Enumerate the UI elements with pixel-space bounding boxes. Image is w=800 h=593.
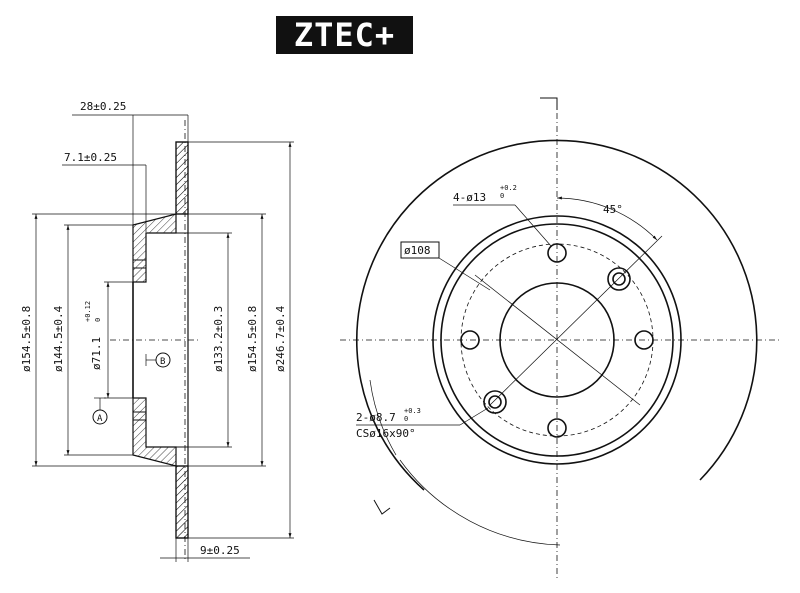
- ztec-logo: ZTEC+: [276, 16, 413, 54]
- outer-disc-arc-lower: [369, 379, 397, 456]
- angle-45-label: 45°: [603, 203, 623, 216]
- small-hole-lower-left: [488, 395, 502, 409]
- bolt-hole-right: [634, 330, 654, 350]
- countersink-label: CSø16x90°: [356, 427, 416, 440]
- diag-line-135: [474, 274, 641, 406]
- bolt-hole-top: [547, 243, 567, 263]
- small-holes-leader: [459, 407, 489, 426]
- small-holes-label: 2-ø8.7: [356, 411, 396, 424]
- hat-upper-section: [132, 213, 177, 283]
- dim-144-label: ø144.5±0.4: [52, 305, 65, 372]
- side-section-view: 28±0.25 7.1±0.25 9±0.25 ø154.5±0.8 ø144.…: [20, 100, 294, 562]
- pcd-label: ø108: [404, 244, 431, 257]
- front-view: 45° 4-ø13 +0.2 0 ø108 2-ø8.7 +0.3 0 CSø1…: [340, 97, 780, 580]
- small-hole-upper-right: [612, 272, 626, 286]
- dim-246-label: ø246.7±0.4: [274, 305, 287, 372]
- section-marker-top: [540, 97, 558, 110]
- bolt-holes-tol-upper: +0.2: [500, 184, 517, 192]
- outer-disc-arc: [356, 139, 758, 491]
- ring-upper-section: [175, 141, 189, 215]
- datum-b-label: B: [160, 357, 165, 367]
- bolt-callout-leader: [514, 204, 552, 247]
- dim-154-left-label: ø154.5±0.8: [20, 306, 33, 372]
- dim-71-tol-lower: 0: [94, 318, 102, 322]
- dim-71-label: ø71.1: [90, 337, 103, 370]
- pcd-box: [400, 241, 440, 259]
- hat-lower-section: [132, 397, 177, 467]
- diag-line-45: [489, 235, 663, 406]
- dim-9-label: 9±0.25: [200, 544, 240, 557]
- pcd-leader: [438, 257, 491, 291]
- ring-lower-section: [175, 465, 189, 539]
- small-hole-upper-right-cs: [607, 267, 631, 291]
- dim-28-label: 28±0.25: [80, 100, 126, 113]
- dim-133-label: ø133.2±0.3: [212, 306, 225, 372]
- dim-7-label: 7.1±0.25: [64, 151, 117, 164]
- section-marker-bottom: [373, 499, 391, 515]
- small-holes-tol-upper: +0.3: [404, 407, 421, 415]
- datum-b-circle: [155, 352, 171, 368]
- dim-71-tol-upper: +0.12: [84, 301, 92, 322]
- dim-154-right-label: ø154.5±0.8: [246, 306, 259, 372]
- bolt-hole-left: [460, 330, 480, 350]
- angle-45-arc: [556, 196, 658, 241]
- outer-disc-arc-bottom: [399, 459, 561, 546]
- bolt-holes-label: 4-ø13: [453, 191, 486, 204]
- bolt-holes-tol-lower: 0: [500, 192, 504, 200]
- bolt-hole-bottom: [547, 418, 567, 438]
- small-hole-lower-left-cs: [483, 390, 507, 414]
- datum-a-label: A: [97, 414, 103, 424]
- datum-a-circle: [92, 409, 108, 425]
- small-holes-tol-lower: 0: [404, 415, 408, 423]
